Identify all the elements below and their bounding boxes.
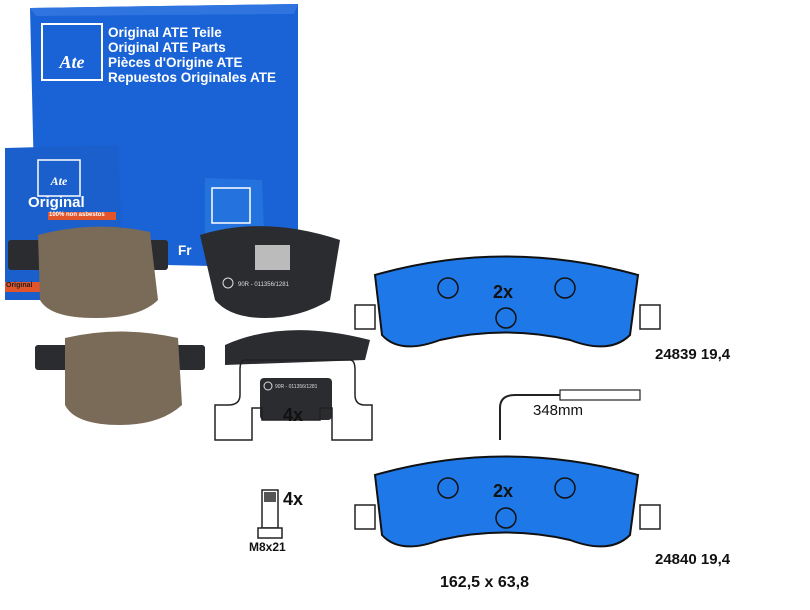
bolt-size: M8x21 bbox=[249, 540, 286, 554]
pad-photo-4: 90R - 011356/1281 bbox=[225, 330, 370, 420]
pad-diagram-top bbox=[354, 255, 661, 348]
top-pad-part-number: 24839 19,4 bbox=[655, 346, 731, 363]
bolt-icon bbox=[257, 489, 283, 539]
box-side-text: Fr bbox=[178, 243, 192, 258]
box-text-fr: Pièces d'Origine ATE bbox=[108, 55, 243, 70]
sensor-length: 348mm bbox=[533, 402, 584, 419]
box-text-en: Original ATE Parts bbox=[108, 40, 226, 55]
small-box-badge: 100% non asbestos bbox=[49, 212, 105, 218]
top-pad-quantity: 2x bbox=[493, 282, 514, 302]
small-box-title: Original bbox=[28, 194, 85, 211]
pad-photo-3: 90R - 011356/1281 bbox=[200, 226, 340, 318]
clip-quantity: 4x bbox=[283, 405, 304, 425]
bolt-quantity: 4x bbox=[283, 489, 304, 509]
small-box-bottom: Original bbox=[6, 282, 33, 289]
pad-photo-1 bbox=[8, 226, 168, 318]
ate-logo-frame bbox=[41, 23, 103, 81]
pad-marking-2: 90R - 011356/1281 bbox=[275, 384, 318, 390]
bottom-pad-part-number: 24840 19,4 bbox=[655, 551, 731, 568]
box-text-es: Repuestos Originales ATE bbox=[108, 70, 277, 85]
box-text-de: Original ATE Teile bbox=[108, 25, 222, 40]
pad-marking: 90R - 011356/1281 bbox=[238, 282, 290, 288]
pad-dimensions: 162,5 x 63,8 bbox=[440, 574, 529, 591]
pad-diagram-bottom bbox=[354, 455, 661, 548]
wear-sensor-wire bbox=[499, 394, 560, 440]
bottom-pad-quantity: 2x bbox=[493, 481, 514, 501]
small-box-logo: Ate bbox=[50, 174, 68, 188]
ate-logo: Ate bbox=[59, 52, 85, 72]
pad-photo-2 bbox=[35, 331, 205, 425]
clip-outline bbox=[214, 359, 373, 441]
